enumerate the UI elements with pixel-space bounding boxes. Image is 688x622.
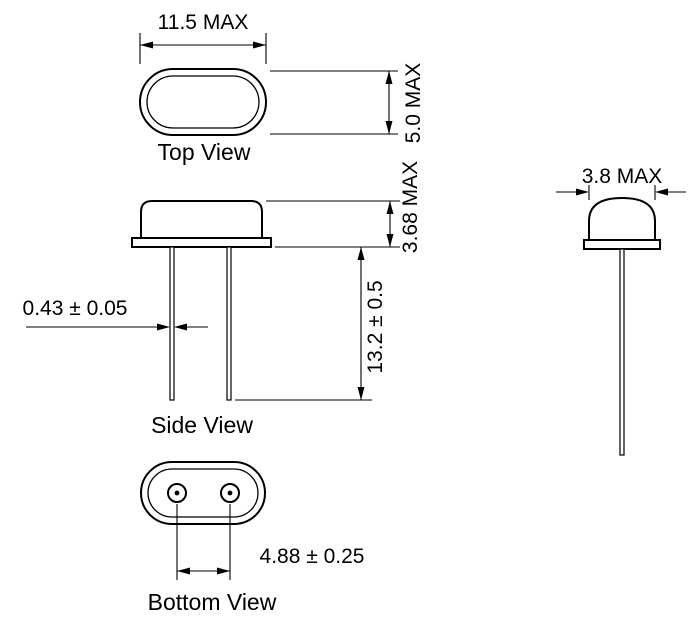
side-view: 3.68 MAX 13.2 ± 0.5 0.43 ± 0.05 Side Vie…: [23, 161, 422, 438]
side-view-left-lead: [169, 246, 175, 401]
arrowhead-right-icon: [217, 567, 230, 575]
arrowhead-up-icon: [357, 247, 365, 260]
arrowhead-right-icon: [576, 188, 589, 196]
arrowhead-right-icon: [253, 41, 266, 49]
top-view-label: Top View: [158, 139, 251, 165]
bottom-view-lead-spacing-dimension: 4.88 ± 0.25: [176, 504, 365, 580]
bottom-view-lead-spacing-dimension-text: 4.88 ± 0.25: [260, 545, 365, 568]
bottom-view-inner-outline: [147, 468, 259, 518]
end-view: 3.8 MAX: [556, 165, 686, 456]
end-view-width-dimension-text: 3.8 MAX: [582, 165, 663, 188]
bottom-view-label: Bottom View: [148, 589, 277, 615]
bottom-view: 4.88 ± 0.25 Bottom View: [140, 461, 365, 615]
side-view-label: Side View: [151, 412, 253, 438]
top-view-inner-outline: [146, 75, 260, 129]
end-view-base-flange: [583, 239, 661, 250]
side-view-lead-diameter-dimension: 0.43 ± 0.05: [23, 297, 208, 331]
bottom-view-left-pin-center-dot: [174, 490, 180, 496]
end-view-lead: [619, 248, 625, 456]
arrowhead-left-icon: [655, 188, 668, 196]
top-view-height-dimension-text: 5.0 MAX: [402, 63, 425, 144]
bottom-view-outer-outline: [140, 461, 266, 525]
side-view-base-flange: [131, 237, 272, 248]
side-view-body-cap: [140, 200, 263, 239]
top-view: 11.5 MAX 5.0 MAX Top View: [139, 11, 425, 165]
arrowhead-down-icon: [385, 121, 393, 134]
end-view-width-dimension: 3.8 MAX: [556, 165, 686, 200]
top-view-height-dimension: 5.0 MAX: [270, 63, 425, 144]
side-view-lead-diameter-dimension-text: 0.43 ± 0.05: [23, 297, 128, 320]
arrowhead-left-icon: [177, 567, 190, 575]
arrowhead-left-icon: [140, 41, 153, 49]
side-view-body-height-dimension: 3.68 MAX: [266, 161, 422, 253]
arrowhead-up-icon: [385, 71, 393, 84]
arrowhead-left-icon: [174, 323, 187, 331]
side-view-right-lead: [226, 246, 232, 401]
top-view-width-dimension: 11.5 MAX: [139, 11, 267, 64]
arrowhead-right-icon: [157, 323, 170, 331]
side-view-body-height-dimension-text: 3.68 MAX: [399, 161, 422, 253]
side-view-lead-length-dimension: 13.2 ± 0.5: [235, 247, 387, 401]
bottom-view-right-pin-center-dot: [227, 490, 233, 496]
arrowhead-up-icon: [386, 201, 394, 214]
top-view-width-dimension-text: 11.5 MAX: [158, 11, 249, 34]
side-view-lead-length-dimension-text: 13.2 ± 0.5: [364, 280, 387, 373]
end-view-body-cap: [588, 196, 656, 241]
arrowhead-down-icon: [386, 234, 394, 247]
arrowhead-down-icon: [357, 387, 365, 400]
top-view-outer-outline: [139, 68, 267, 136]
